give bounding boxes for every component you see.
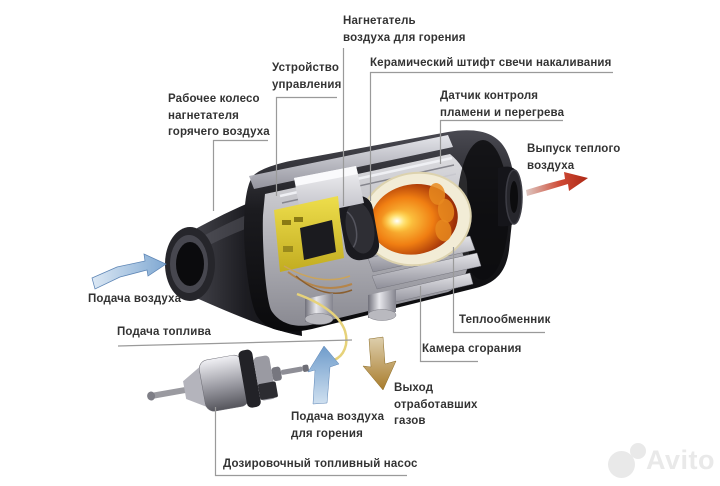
label-line: воздуха для горения — [343, 31, 466, 44]
label-line: Подача топлива — [117, 326, 212, 338]
warm-air-outlet-arrow — [526, 172, 588, 196]
air-supply-arrow — [91, 253, 167, 290]
label-exhaust-gas-outlet: Выход отработавших газов — [394, 380, 478, 430]
label-flame-overheat-sensor: Датчик контроля пламени и перегрева — [440, 88, 564, 121]
label-fuel-metering-pump: Дозировочный топливный насос — [223, 456, 418, 473]
label-line: Подача воздуха — [88, 293, 182, 305]
leader-lines — [117, 48, 613, 477]
label-line: Выпуск теплого — [527, 143, 621, 155]
label-fuel-supply: Подача топлива — [117, 324, 211, 341]
intake-port — [304, 293, 334, 325]
label-line: для горения — [291, 427, 363, 440]
label-line: Устройство — [272, 62, 340, 74]
fuel-pump-art — [147, 349, 309, 412]
label-hot-air-impeller: Рабочее колесо нагнетателя горячего возд… — [168, 91, 270, 141]
wiring-art — [283, 265, 353, 295]
outlet-stub — [498, 166, 523, 227]
avito-logo-circle-icon — [630, 443, 646, 459]
combustion-air-supply-arrow — [307, 345, 340, 405]
control-unit-art — [274, 166, 364, 272]
label-line: Керамический штифт свечи накаливания — [370, 57, 612, 69]
label-line: Рабочее колесо — [168, 93, 260, 105]
label-line: отработавших — [394, 398, 478, 411]
label-warm-air-outlet: Выпуск теплого воздуха — [527, 141, 620, 174]
label-line: газов — [394, 415, 426, 427]
label-heat-exchanger: Теплообменник — [459, 312, 551, 329]
combustion-air-blower-art — [338, 195, 380, 261]
label-line: Теплообменник — [459, 314, 551, 326]
label-line: Камера сгорания — [422, 343, 522, 355]
label-line: Дозировочный топливный насос — [223, 458, 418, 470]
avito-watermark: Avito — [600, 442, 720, 482]
label-line: Датчик контроля — [440, 90, 539, 102]
label-air-supply: Подача воздуха — [88, 291, 181, 308]
label-control-unit: Устройство управления — [272, 60, 341, 93]
label-line: Подача воздуха — [291, 411, 385, 423]
label-line: горячего воздуха — [168, 126, 270, 138]
label-line: управления — [272, 78, 342, 91]
label-line: пламени и перегрева — [440, 106, 565, 119]
label-line: нагнетателя — [168, 109, 240, 122]
label-combustion-air-blower: Нагнетатель воздуха для горения — [343, 13, 466, 46]
glow-pin-flame — [381, 209, 413, 233]
label-combustion-chamber: Камера сгорания — [422, 341, 522, 358]
watermark-text: Avito — [646, 445, 715, 475]
exhaust-port — [367, 289, 397, 321]
label-line: Выход — [394, 382, 434, 394]
exhaust-gas-arrow — [362, 336, 397, 391]
label-line: воздуха — [527, 159, 575, 172]
fuel-line — [296, 292, 348, 362]
label-ceramic-glow-pin: Керамический штифт свечи накаливания — [370, 55, 612, 72]
label-line: Нагнетатель — [343, 15, 416, 27]
label-combustion-air-supply: Подача воздуха для горения — [291, 409, 384, 442]
